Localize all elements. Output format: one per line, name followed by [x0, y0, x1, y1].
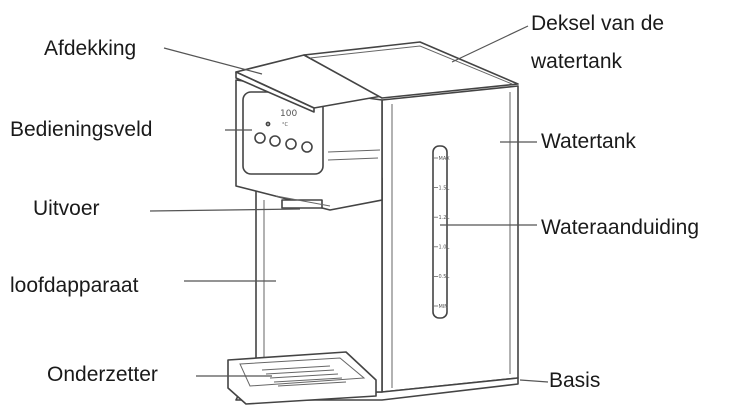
- leader-afdekking: [163, 47, 263, 75]
- label-onderzetter: Onderzetter: [47, 363, 158, 386]
- gauge-ticks: MAX 1.5L 1.2L 1.0L 0.5L MIN: [434, 156, 450, 310]
- panel-button-3[interactable]: [285, 138, 297, 150]
- label-deksel-line1: Deksel van de: [531, 12, 664, 35]
- label-uitvoer: Uitvoer: [33, 197, 100, 220]
- gauge-tick-label: MAX: [439, 156, 451, 162]
- label-loofdapparaat: loofdapparaat: [10, 274, 139, 297]
- display-unit: °C: [282, 122, 289, 128]
- label-basis: Basis: [549, 369, 600, 392]
- leader-deksel: [451, 25, 529, 63]
- appliance-drawing: 100 °C MAX 1.5L 1.2L 1.0L 0.5L MIN: [227, 41, 519, 405]
- display-readout: 100: [280, 109, 297, 119]
- label-watertank: Watertank: [541, 130, 636, 153]
- gauge-tick-label: 1.0L: [439, 245, 450, 251]
- label-deksel-line2: watertank: [530, 50, 623, 73]
- top-cover: [235, 54, 383, 113]
- drip-tray-grille: [261, 365, 347, 387]
- leader-basis: [519, 379, 549, 383]
- gauge-tick-label: 1.2L: [439, 215, 450, 221]
- panel-button-4[interactable]: [301, 141, 313, 153]
- panel-button-1[interactable]: [254, 132, 266, 144]
- control-panel: 100 °C: [242, 91, 324, 175]
- panel-button-2[interactable]: [269, 135, 281, 147]
- labels: Afdekking Deksel van de watertank Bedien…: [10, 12, 699, 392]
- label-bedieningsveld: Bedieningsveld: [10, 118, 152, 141]
- water-level-indicator: MAX 1.5L 1.2L 1.0L 0.5L MIN: [432, 145, 450, 319]
- leader-uitvoer: [149, 208, 301, 212]
- gauge-tick-label: MIN: [439, 304, 449, 310]
- outlet: [275, 195, 331, 209]
- panel-dot: [265, 121, 271, 127]
- gauge-tick-label: 0.5L: [439, 274, 450, 280]
- water-tank-lid: [303, 41, 519, 99]
- gauge-tick-label: 1.5L: [439, 185, 450, 191]
- drip-tray: [227, 351, 377, 405]
- water-tank: [381, 85, 519, 393]
- label-wateraanduiding: Wateraanduiding: [541, 216, 699, 239]
- label-afdekking: Afdekking: [44, 37, 136, 60]
- leader-lines: [149, 25, 549, 383]
